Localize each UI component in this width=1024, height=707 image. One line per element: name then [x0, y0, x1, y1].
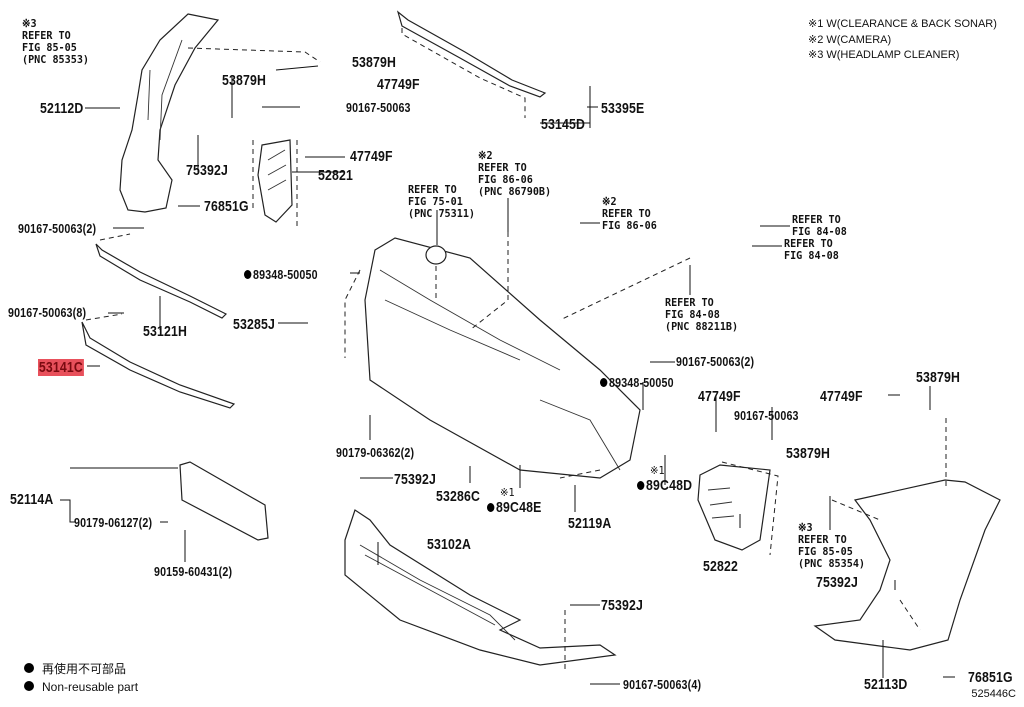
part-label-53141C-highlighted[interactable]: 53141C [38, 359, 84, 376]
part-label-90179-06362-2[interactable]: 90179-06362(2) [336, 445, 415, 460]
part-label-53879H[interactable]: 53879H [916, 369, 961, 386]
part-52113D-shape[interactable] [813, 418, 1001, 651]
part-label-75392J[interactable]: 75392J [394, 471, 437, 488]
part-label-89C48E[interactable]: 89C48E [487, 500, 541, 515]
part-label-53145D[interactable]: 53145D [541, 116, 586, 133]
part-label-90159-60431-2[interactable]: 90159-60431(2) [154, 564, 233, 579]
part-53121H-shape[interactable] [95, 233, 228, 319]
ref-fig-85-05-pnc-85354[interactable]: ※3 REFER TO FIG 85-05 (PNC 85354) [798, 521, 866, 570]
ref-fig-84-08-pnc-88211b[interactable]: REFER TO FIG 84-08 (PNC 88211B) [665, 296, 739, 333]
part-label-47749F[interactable]: 47749F [698, 388, 741, 405]
part-label-90167-50063[interactable]: 90167-50063 [346, 100, 411, 115]
part-label-47749F[interactable]: 47749F [820, 388, 863, 405]
part-label-90167-50063-4[interactable]: 90167-50063(4) [623, 677, 702, 692]
ref-fig-75-01-pnc-75311[interactable]: REFER TO FIG 75-01 (PNC 75311) [408, 183, 476, 220]
part-label-52119A[interactable]: 52119A [568, 515, 612, 532]
part-label-89348-50050[interactable]: 89348-50050 [600, 376, 674, 389]
ref-fig-84-08-b[interactable]: REFER TO FIG 84-08 [784, 237, 839, 262]
non-reusable-icon [24, 663, 34, 673]
part-label-90167-50063-8[interactable]: 90167-50063(8) [8, 305, 87, 320]
non-reusable-icon [600, 378, 608, 387]
part-53141C-shape[interactable] [81, 313, 236, 409]
part-52119A-shape[interactable] [344, 232, 691, 479]
part-label-53102A[interactable]: 53102A [427, 536, 472, 553]
part-label-75392J[interactable]: 75392J [601, 597, 644, 614]
note-ref-1: ※1 [650, 464, 665, 477]
legend-item-en: Non-reusable part [24, 678, 138, 696]
non-reusable-icon [244, 270, 252, 279]
part-53102A-shape[interactable] [344, 509, 617, 670]
non-reusable-icon [487, 503, 495, 512]
part-52821-shape[interactable] [252, 139, 298, 228]
part-label-75392J[interactable]: 75392J [186, 162, 229, 179]
note-1: ※1 W(CLEARANCE & BACK SONAR) [808, 18, 997, 30]
part-label-76851G[interactable]: 76851G [204, 198, 249, 215]
part-label-90167-50063[interactable]: 90167-50063 [734, 408, 799, 423]
part-53395E-shape[interactable] [396, 10, 547, 118]
part-label-52113D[interactable]: 52113D [864, 676, 908, 693]
part-label-53395E[interactable]: 53395E [601, 100, 645, 117]
note-3: ※3 W(HEADLAMP CLEANER) [808, 49, 960, 61]
highlight-marker: 53141C [38, 359, 84, 376]
part-52112D-shape[interactable] [119, 13, 321, 213]
non-reusable-icon [637, 481, 645, 490]
legend: 再使用不可部品 Non-reusable part [24, 660, 138, 696]
part-52114A-shape[interactable] [179, 461, 269, 541]
part-label-53286C[interactable]: 53286C [436, 488, 481, 505]
part-label-53879H[interactable]: 53879H [222, 72, 267, 89]
note-2: ※2 W(CAMERA) [808, 34, 892, 46]
part-52822-shape[interactable] [697, 461, 779, 556]
figure-code: 525446C [971, 688, 1016, 700]
ref-fig-86-06-pnc-86790b[interactable]: ※2 REFER TO FIG 86-06 (PNC 86790B) [478, 149, 552, 198]
ref-fig-86-06[interactable]: ※2 REFER TO FIG 86-06 [602, 195, 657, 232]
note-ref-1: ※1 [500, 486, 515, 499]
part-label-52822[interactable]: 52822 [703, 558, 739, 575]
part-label-90167-50063-2[interactable]: 90167-50063(2) [676, 354, 755, 369]
part-label-53879H[interactable]: 53879H [786, 445, 831, 462]
part-label-47749F[interactable]: 47749F [377, 76, 420, 93]
part-label-52112D[interactable]: 52112D [40, 100, 84, 117]
part-label-53121H[interactable]: 53121H [143, 323, 188, 340]
ref-fig-85-05-pnc-85353[interactable]: ※3 REFER TO FIG 85-05 (PNC 85353) [22, 17, 90, 66]
legend-item-jp: 再使用不可部品 [24, 660, 138, 678]
part-label-89C48D[interactable]: 89C48D [637, 478, 692, 493]
part-label-75392J[interactable]: 75392J [816, 574, 859, 591]
part-label-90179-06127-2[interactable]: 90179-06127(2) [74, 515, 153, 530]
part-label-53285J[interactable]: 53285J [233, 316, 276, 333]
part-label-52114A[interactable]: 52114A [10, 491, 54, 508]
part-label-76851G[interactable]: 76851G [968, 669, 1013, 686]
part-label-52821[interactable]: 52821 [318, 167, 354, 184]
part-label-53879H[interactable]: 53879H [352, 54, 397, 71]
part-label-90167-50063-2[interactable]: 90167-50063(2) [18, 221, 97, 236]
part-label-89348-50050[interactable]: 89348-50050 [244, 268, 318, 281]
non-reusable-icon [24, 681, 34, 691]
part-label-47749F[interactable]: 47749F [350, 148, 393, 165]
ref-fig-84-08-a[interactable]: REFER TO FIG 84-08 [792, 213, 847, 238]
